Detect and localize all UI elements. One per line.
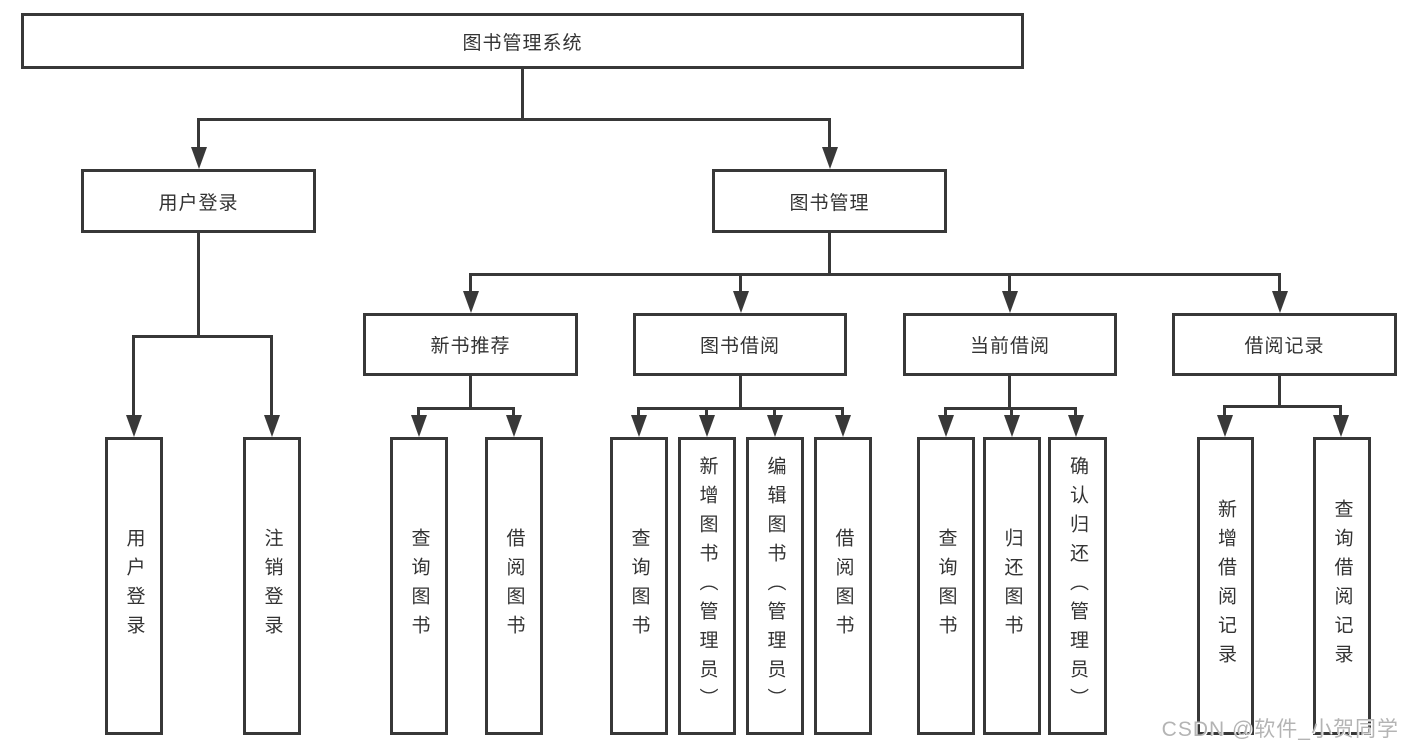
arrowhead-down (630, 415, 647, 437)
connector-line (197, 118, 831, 121)
arrowhead-down (190, 147, 207, 169)
arrowhead-down (462, 291, 479, 313)
connector-line (469, 376, 472, 407)
arrowhead-down (1332, 415, 1349, 437)
connector-line (637, 407, 640, 419)
connector-line (828, 233, 831, 273)
node-current-borrow-label: 当前借阅 (969, 336, 1050, 357)
leaf-borrow-books: 借阅图书 (814, 437, 872, 735)
connector-line (132, 335, 135, 417)
leaf-edit-book-admin-label: 编辑图书（管理员） (764, 455, 786, 717)
connector-line (521, 69, 524, 118)
node-borrow-records-label: 借阅记录 (1244, 336, 1325, 357)
node-user-login: 用户登录 (81, 169, 316, 233)
node-book-borrow-label: 图书借阅 (699, 336, 780, 357)
connector-line (197, 233, 200, 335)
leaf-confirm-return-admin: 确认归还（管理员） (1048, 437, 1107, 735)
connector-line (637, 407, 843, 410)
connector-line (417, 407, 420, 419)
leaf-return-books: 归还图书 (983, 437, 1041, 735)
connector-line (1339, 405, 1342, 419)
arrowhead-down (698, 415, 715, 437)
node-user-login-label: 用户登录 (158, 192, 239, 214)
leaf-confirm-return-admin-label: 确认归还（管理员） (1067, 455, 1088, 717)
leaf-edit-book-admin: 编辑图书（管理员） (746, 437, 804, 735)
arrowhead-down (410, 415, 427, 437)
leaf-logout-label: 注销登录 (261, 528, 283, 644)
node-new-book-recommend-label: 新书推荐 (430, 336, 511, 357)
connector-line (1008, 273, 1011, 293)
arrowhead-down (263, 415, 280, 437)
arrowhead-down (1001, 291, 1018, 313)
arrowhead-down (1067, 415, 1084, 437)
leaf-add-book-admin-label: 新增图书（管理员） (696, 455, 718, 717)
connector-line (469, 273, 472, 293)
arrowhead-down (125, 415, 142, 437)
leaf-user-login-label: 用户登录 (123, 528, 145, 644)
connector-line (944, 407, 947, 419)
connector-line (1278, 273, 1281, 293)
arrowhead-down (1216, 415, 1233, 437)
node-new-book-recommend: 新书推荐 (363, 313, 578, 376)
connector-line (705, 407, 708, 419)
connector-line (739, 273, 742, 293)
arrowhead-down (1271, 291, 1288, 313)
connector-line (828, 118, 831, 150)
connector-line (841, 407, 844, 419)
leaf-add-borrow-record: 新增借阅记录 (1197, 437, 1254, 735)
connector-line (512, 407, 515, 419)
connector-line (773, 407, 776, 419)
connector-line (739, 376, 742, 407)
leaf-return-books-label: 归还图书 (1001, 528, 1023, 644)
leaf-query-books-recommend: 查询图书 (390, 437, 448, 735)
node-borrow-records: 借阅记录 (1172, 313, 1397, 376)
arrowhead-down (505, 415, 522, 437)
leaf-logout: 注销登录 (243, 437, 301, 735)
leaf-query-borrow-record-label: 查询借阅记录 (1331, 499, 1353, 673)
connector-line (1074, 407, 1077, 419)
connector-line (417, 407, 515, 410)
leaf-query-books-current: 查询图书 (917, 437, 975, 735)
connector-line (270, 335, 273, 417)
node-root-label: 图书管理系统 (462, 32, 583, 54)
connector-line (1008, 376, 1011, 407)
connector-line (1010, 407, 1013, 419)
arrowhead-down (821, 147, 838, 169)
arrowhead-down (732, 291, 749, 313)
connector-line (1223, 405, 1341, 408)
leaf-add-borrow-record-label: 新增借阅记录 (1215, 499, 1236, 673)
connector-line (1278, 376, 1281, 405)
leaf-user-login: 用户登录 (105, 437, 163, 735)
arrowhead-down (766, 415, 783, 437)
arrowhead-down (937, 415, 954, 437)
watermark: CSDN @软件_小贺同学 (1161, 718, 1399, 741)
node-current-borrow: 当前借阅 (903, 313, 1117, 376)
connector-line (197, 118, 200, 150)
leaf-add-book-admin: 新增图书（管理员） (678, 437, 736, 735)
node-root: 图书管理系统 (21, 13, 1024, 69)
connector-line (469, 273, 1281, 276)
leaf-borrow-books-recommend-label: 借阅图书 (503, 528, 525, 644)
leaf-query-books-recommend-label: 查询图书 (408, 528, 430, 644)
node-book-borrow: 图书借阅 (633, 313, 847, 376)
leaf-query-books-borrow: 查询图书 (610, 437, 668, 735)
leaf-borrow-books-recommend: 借阅图书 (485, 437, 543, 735)
connector-line (132, 335, 273, 338)
leaf-query-borrow-record: 查询借阅记录 (1313, 437, 1371, 735)
leaf-query-books-current-label: 查询图书 (935, 528, 957, 644)
node-book-management-label: 图书管理 (789, 192, 870, 214)
arrowhead-down (1003, 415, 1020, 437)
leaf-query-books-borrow-label: 查询图书 (628, 528, 650, 644)
arrowhead-down (834, 415, 851, 437)
node-book-management: 图书管理 (712, 169, 947, 233)
leaf-borrow-books-label: 借阅图书 (832, 528, 854, 644)
connector-line (1223, 405, 1226, 419)
